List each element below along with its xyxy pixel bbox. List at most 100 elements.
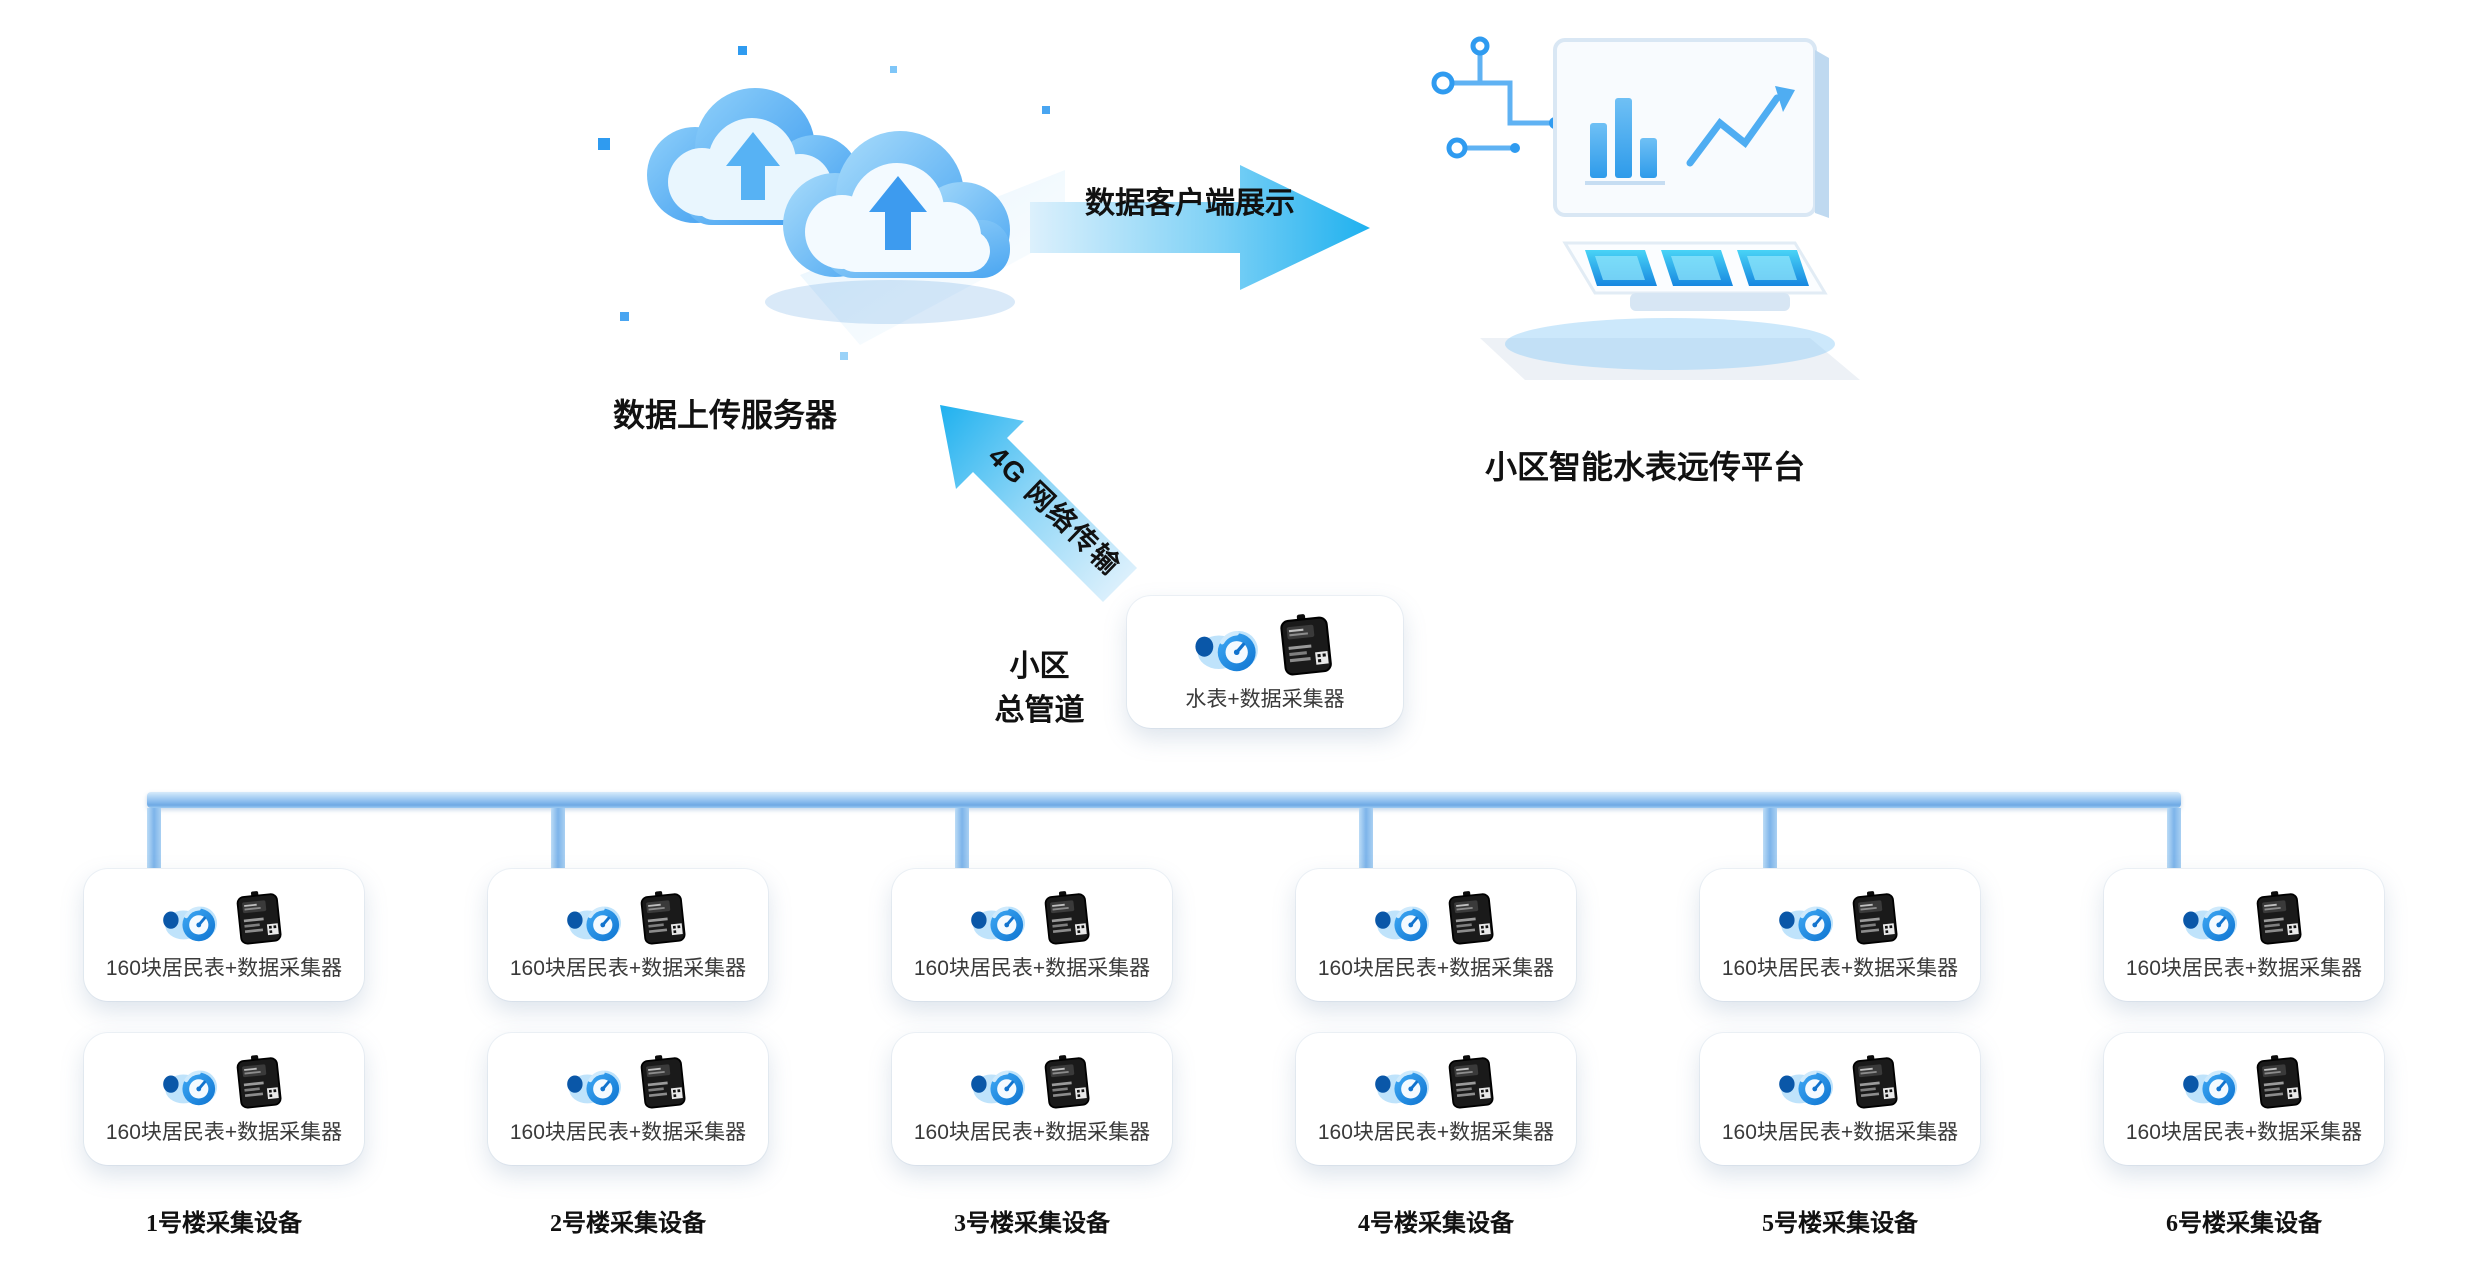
water-meter-icon (1778, 1062, 1840, 1112)
meter-box: 160块居民表+数据采集器 (1700, 869, 1980, 1001)
water-meter-icon (970, 1062, 1032, 1112)
data-collector-icon (1848, 1052, 1902, 1112)
water-meter-icon (162, 1062, 224, 1112)
pipeline-bar (147, 792, 2181, 808)
meter-box: 160块居民表+数据采集器 (892, 1033, 1172, 1165)
building-column-6: 160块居民表+数据采集器 160块居民表+数据采集器 6号楼采集设备 (2104, 808, 2384, 1268)
pipeline-connector (1763, 808, 1777, 872)
meter-box-label: 160块居民表+数据采集器 (1317, 1121, 1555, 1144)
building-label: 1号楼采集设备 (146, 1211, 302, 1237)
main-pipe-label-line1: 小区 (1009, 650, 1070, 683)
bar-chart-icon (1590, 123, 1607, 178)
building-label: 5号楼采集设备 (1762, 1211, 1918, 1237)
arrow-right-icon (1030, 165, 1370, 290)
data-collector-icon (2252, 1052, 2306, 1112)
meter-box-icons (566, 1052, 690, 1112)
data-collector-icon (1444, 1052, 1498, 1112)
monitor-dashboard-illustration (1431, 36, 1860, 380)
building-column-5: 160块居民表+数据采集器 160块居民表+数据采集器 5号楼采集设备 (1700, 808, 1980, 1268)
building-label: 6号楼采集设备 (2166, 1211, 2322, 1237)
line-chart-icon (1686, 94, 1781, 167)
data-collector-icon (1444, 888, 1498, 948)
pipeline-connector (551, 808, 565, 872)
data-collector-icon (1040, 1052, 1094, 1112)
building-column-3: 160块居民表+数据采集器 160块居民表+数据采集器 3号楼采集设备 (892, 808, 1172, 1268)
meter-box-icons (1374, 1052, 1498, 1112)
pipeline-connector (2167, 808, 2181, 872)
platform-label: 小区智能水表远传平台 (1484, 449, 1805, 485)
water-meter-icon (566, 898, 628, 948)
meter-box-label: 160块居民表+数据采集器 (2125, 957, 2363, 980)
data-collector-icon (1848, 888, 1902, 948)
meter-box-icons (1778, 888, 1902, 948)
meter-box: 160块居民表+数据采集器 (84, 1033, 364, 1165)
data-collector-icon (636, 888, 690, 948)
meter-box-icons (970, 1052, 1094, 1112)
console-pads (1562, 241, 1828, 311)
client-display-label: 数据客户端展示 (1085, 187, 1295, 220)
meter-box: 160块居民表+数据采集器 (892, 869, 1172, 1001)
building-column-4: 160块居民表+数据采集器 160块居民表+数据采集器 4号楼采集设备 (1296, 808, 1576, 1268)
upload-arrow-icon (726, 132, 780, 200)
pipeline-connector (955, 808, 969, 872)
data-collector-icon (232, 888, 286, 948)
pipeline-connector (1359, 808, 1373, 872)
main-pipe-label-line2: 总管道 (994, 693, 1085, 727)
data-collector-icon (232, 1052, 286, 1112)
meter-box-label: 160块居民表+数据采集器 (913, 1121, 1151, 1144)
data-collector-icon (1275, 611, 1337, 679)
building-label: 4号楼采集设备 (1358, 1211, 1514, 1237)
meter-box-label: 160块居民表+数据采集器 (1317, 957, 1555, 980)
cloud-front (783, 131, 1010, 278)
water-meter-icon (1374, 1062, 1436, 1112)
building-column-2: 160块居民表+数据采集器 160块居民表+数据采集器 2号楼采集设备 (488, 808, 768, 1268)
upload-arrow-icon (869, 176, 927, 250)
cloud-upload-illustration (598, 46, 1065, 360)
data-collector-icon (2252, 888, 2306, 948)
meter-box-label: 160块居民表+数据采集器 (105, 1121, 343, 1144)
meter-box-label: 160块居民表+数据采集器 (509, 1121, 747, 1144)
monitor-screen (1553, 38, 1829, 218)
meter-box-label: 160块居民表+数据采集器 (2125, 1121, 2363, 1144)
meter-box: 160块居民表+数据采集器 (2104, 1033, 2384, 1165)
water-meter-icon (1778, 898, 1840, 948)
meter-box-label: 160块居民表+数据采集器 (509, 957, 747, 980)
meter-box: 160块居民表+数据采集器 (84, 869, 364, 1001)
meter-box: 160块居民表+数据采集器 (1700, 1033, 1980, 1165)
meter-box-icons (162, 888, 286, 948)
main-meter-box-label: 水表+数据采集器 (1185, 688, 1345, 711)
meter-box: 160块居民表+数据采集器 (488, 1033, 768, 1165)
water-meter-icon (2182, 898, 2244, 948)
data-collector-icon (636, 1052, 690, 1112)
meter-box-label: 160块居民表+数据采集器 (913, 957, 1151, 980)
meter-box: 160块居民表+数据采集器 (1296, 1033, 1576, 1165)
pipeline-connector (147, 808, 161, 872)
meter-box-icons (162, 1052, 286, 1112)
main-meter-box-icons (1193, 611, 1337, 679)
meter-box-label: 160块居民表+数据采集器 (1721, 1121, 1959, 1144)
meter-box: 160块居民表+数据采集器 (488, 869, 768, 1001)
building-label: 3号楼采集设备 (954, 1211, 1110, 1237)
circuit-decoration (1431, 36, 1561, 159)
water-meter-icon (162, 898, 224, 948)
meter-box: 160块居民表+数据采集器 (2104, 869, 2384, 1001)
water-meter-icon (970, 898, 1032, 948)
meter-box-icons (1778, 1052, 1902, 1112)
meter-box-icons (2182, 888, 2306, 948)
upload-server-label: 数据上传服务器 (612, 397, 837, 433)
main-meter-box: 水表+数据采集器 (1127, 596, 1403, 728)
meter-box-icons (2182, 1052, 2306, 1112)
meter-box-icons (970, 888, 1094, 948)
arrow-up-left-icon (940, 405, 1137, 602)
water-meter-icon (566, 1062, 628, 1112)
building-label: 2号楼采集设备 (550, 1211, 706, 1237)
meter-box-label: 160块居民表+数据采集器 (1721, 957, 1959, 980)
meter-box-icons (1374, 888, 1498, 948)
main-pipe-label: 小区 总管道 (942, 645, 1137, 732)
water-meter-icon (2182, 1062, 2244, 1112)
data-collector-icon (1040, 888, 1094, 948)
meter-box-label: 160块居民表+数据采集器 (105, 957, 343, 980)
water-meter-icon (1374, 898, 1436, 948)
meter-box: 160块居民表+数据采集器 (1296, 869, 1576, 1001)
